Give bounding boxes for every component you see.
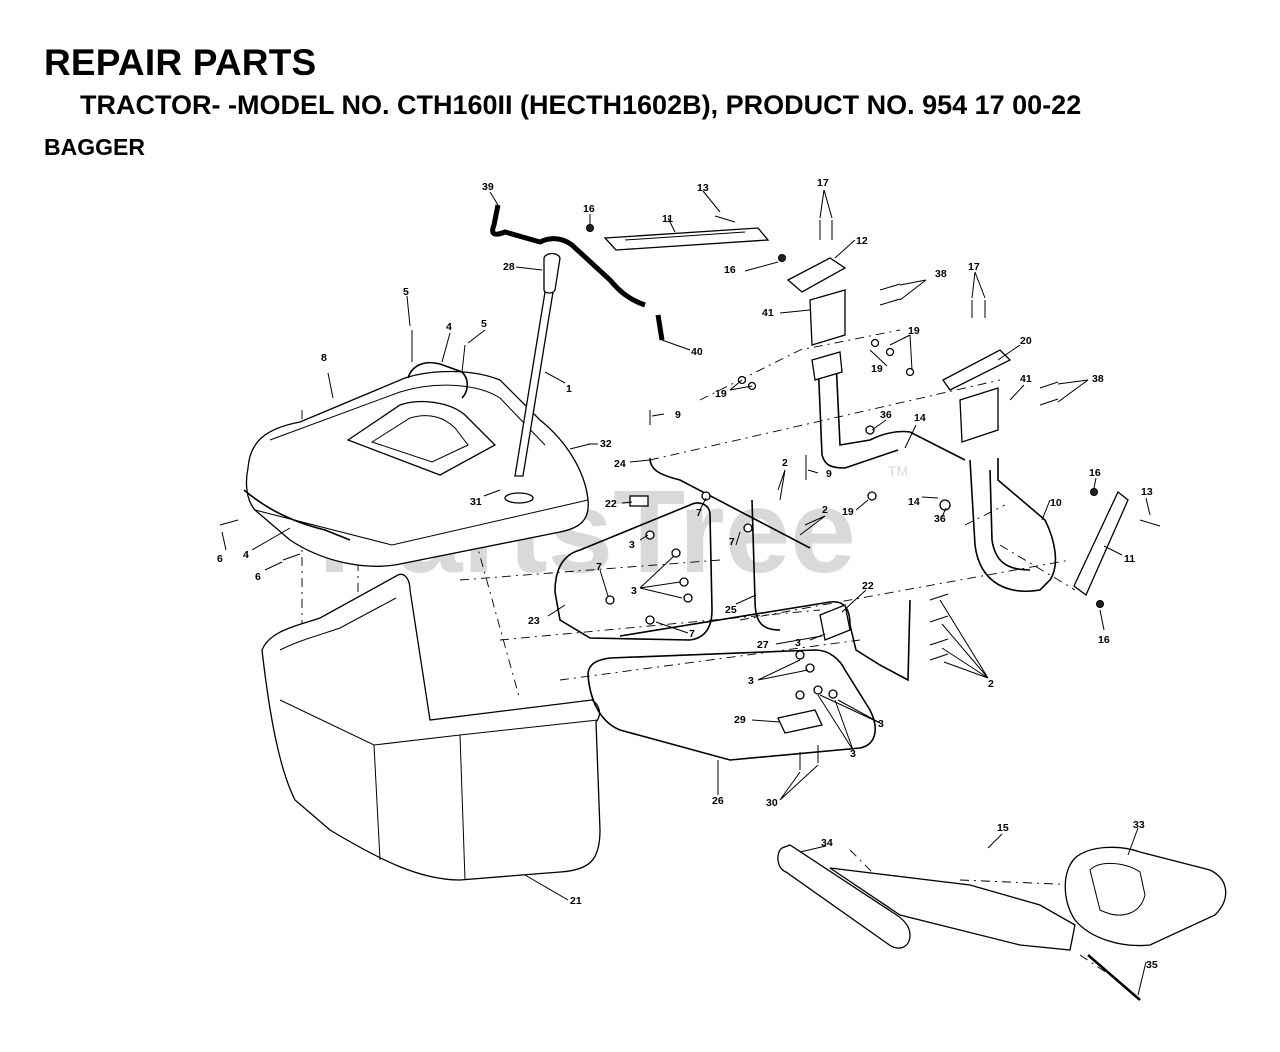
callout-3: 3 <box>629 539 635 551</box>
callout-16: 16 <box>583 203 595 215</box>
callout-6: 6 <box>217 553 223 565</box>
callout-2: 2 <box>988 678 994 690</box>
callout-29: 29 <box>734 714 746 726</box>
callout-16: 16 <box>1089 467 1101 479</box>
callout-5: 5 <box>403 286 409 298</box>
page-title: REPAIR PARTS <box>44 42 317 83</box>
bag-frames <box>554 457 911 761</box>
callout-12: 12 <box>856 235 868 247</box>
callout-9: 9 <box>826 468 832 480</box>
pin <box>1087 954 1141 1001</box>
callout-36: 36 <box>934 513 946 525</box>
hardware <box>219 215 1161 770</box>
callout-26: 26 <box>712 795 724 807</box>
small-brackets <box>629 495 851 734</box>
callout-22: 22 <box>605 498 617 510</box>
handle-frame <box>811 351 1057 592</box>
callout-17: 17 <box>968 261 980 273</box>
callout-32: 32 <box>600 438 612 450</box>
callout-labels: 39 13 17 16 11 12 28 16 38 17 5 41 4 5 4… <box>217 177 1158 971</box>
callout-41: 41 <box>1020 373 1032 385</box>
callout-11: 11 <box>662 213 673 225</box>
callout-27: 27 <box>757 639 769 651</box>
callout-39: 39 <box>482 181 494 193</box>
callout-10: 10 <box>1050 497 1062 509</box>
callout-17: 17 <box>817 177 829 189</box>
callout-3: 3 <box>748 675 754 687</box>
lid-handles <box>243 361 469 541</box>
callout-40: 40 <box>691 346 703 358</box>
callout-7: 7 <box>596 561 602 573</box>
callout-11: 11 <box>1124 553 1135 565</box>
callout-33: 33 <box>1133 819 1145 831</box>
callout-31: 31 <box>470 496 482 508</box>
callout-4: 4 <box>243 549 249 561</box>
model-subtitle: TRACTOR- -MODEL NO. CTH160II (HECTH1602B… <box>80 90 1082 120</box>
strap-right <box>1073 490 1129 597</box>
callout-1: 1 <box>566 383 572 395</box>
callout-15: 15 <box>997 822 1009 834</box>
callout-41: 41 <box>762 307 774 319</box>
callout-30: 30 <box>766 797 778 809</box>
upper-brackets <box>786 257 1012 443</box>
callout-38: 38 <box>1092 373 1104 385</box>
tube <box>777 844 1076 951</box>
callout-14: 14 <box>914 412 926 424</box>
callout-19: 19 <box>842 506 854 518</box>
bag <box>261 573 601 881</box>
callout-19: 19 <box>908 325 920 337</box>
callout-24: 24 <box>614 458 626 470</box>
callout-16: 16 <box>1098 634 1110 646</box>
callout-13: 13 <box>697 182 709 194</box>
strap-top <box>603 227 770 251</box>
callout-25: 25 <box>725 604 737 616</box>
rod <box>490 204 665 341</box>
callout-22: 22 <box>862 580 874 592</box>
lever-with-grip <box>504 252 561 504</box>
callout-2: 2 <box>822 504 828 516</box>
callout-7: 7 <box>729 536 735 548</box>
callout-5: 5 <box>481 318 487 330</box>
callout-4: 4 <box>446 321 452 333</box>
callout-3: 3 <box>795 637 801 649</box>
callout-19: 19 <box>871 363 883 375</box>
callout-7: 7 <box>689 628 695 640</box>
callout-14: 14 <box>908 496 920 508</box>
callout-6: 6 <box>255 571 261 583</box>
chute <box>1064 846 1227 947</box>
watermark-trademark: TM <box>888 463 908 479</box>
callout-16: 16 <box>724 264 736 276</box>
callout-23: 23 <box>528 615 540 627</box>
callout-8: 8 <box>321 352 327 364</box>
leader-lines <box>221 189 1151 996</box>
callout-19: 19 <box>715 388 727 400</box>
callout-3: 3 <box>631 585 637 597</box>
callout-7: 7 <box>696 507 702 519</box>
callout-3: 3 <box>850 748 856 760</box>
callout-36: 36 <box>880 409 892 421</box>
bagger-lid <box>245 370 589 567</box>
callout-34: 34 <box>821 837 833 849</box>
callout-3: 3 <box>878 718 884 730</box>
callout-28: 28 <box>503 261 515 273</box>
callout-35: 35 <box>1146 959 1158 971</box>
section-title: BAGGER <box>44 134 145 160</box>
callout-2: 2 <box>782 457 788 469</box>
callout-13: 13 <box>1141 486 1153 498</box>
callout-9: 9 <box>675 409 681 421</box>
callout-20: 20 <box>1020 335 1032 347</box>
callout-21: 21 <box>570 895 582 907</box>
callout-38: 38 <box>935 268 947 280</box>
